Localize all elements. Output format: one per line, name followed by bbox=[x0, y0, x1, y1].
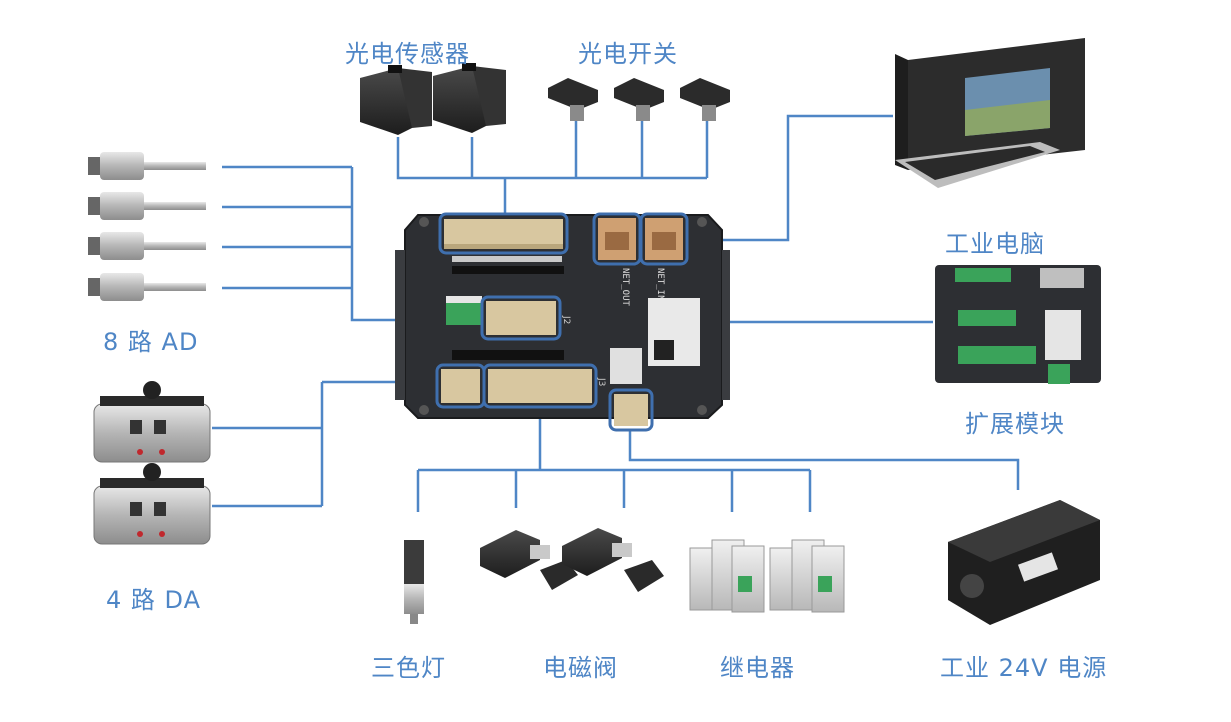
rj45-port-out bbox=[592, 212, 642, 266]
rj45-port-in bbox=[639, 212, 689, 266]
terminal-block-bottom-j3 bbox=[482, 363, 598, 409]
pin-row-top bbox=[452, 256, 562, 262]
photoelectric-sensor-image bbox=[360, 63, 506, 135]
power-line bbox=[628, 430, 1020, 490]
pin-row-dots-1 bbox=[452, 266, 564, 274]
relay-image bbox=[689, 539, 845, 613]
pc-line bbox=[685, 114, 893, 242]
label-4-da: 4 路 DA bbox=[106, 586, 202, 614]
actuator-images bbox=[93, 381, 211, 545]
label-industrial-pc: 工业电脑 bbox=[945, 230, 1045, 258]
label-relay: 继电器 bbox=[720, 654, 795, 682]
j3-mark: J3 bbox=[596, 377, 606, 386]
sensor-bus-line bbox=[396, 120, 709, 213]
label-8-ad: 8 路 AD bbox=[103, 328, 199, 356]
net-in-mark: NET_IN bbox=[655, 268, 665, 301]
ad-bus-line bbox=[222, 165, 485, 322]
pin-row-dots-2 bbox=[452, 350, 564, 360]
power-supply-image bbox=[948, 500, 1100, 625]
solenoid-valve-image bbox=[480, 528, 664, 592]
terminal-block-middle bbox=[480, 295, 562, 341]
label-solenoid-valve: 电磁阀 bbox=[543, 654, 618, 682]
label-expansion-module: 扩展模块 bbox=[965, 410, 1065, 438]
output-bus-line bbox=[416, 405, 812, 512]
label-power-supply: 工业 24V 电源 bbox=[940, 654, 1108, 682]
green-terminal bbox=[446, 303, 482, 325]
label-photoelectric-switch: 光电开关 bbox=[578, 40, 678, 68]
j2-mark: J2 bbox=[561, 315, 571, 324]
expansion-module-image bbox=[935, 265, 1101, 384]
label-photoelectric-sensor: 光电传感器 bbox=[345, 40, 470, 68]
photoelectric-switch-image bbox=[548, 78, 730, 121]
tricolor-light-image bbox=[404, 540, 424, 624]
controller-board: NET_OUT NET_IN J2 J3 bbox=[395, 212, 730, 432]
pressure-sensor-images bbox=[88, 152, 206, 301]
terminal-block-top bbox=[438, 212, 569, 255]
net-out-mark: NET_OUT bbox=[620, 268, 630, 307]
terminal-block-bottom-left bbox=[435, 363, 486, 409]
power-connector bbox=[608, 388, 654, 432]
da-bus-line bbox=[212, 380, 440, 508]
industrial-pc-image bbox=[895, 38, 1085, 188]
label-tricolor-light: 三色灯 bbox=[371, 654, 446, 682]
